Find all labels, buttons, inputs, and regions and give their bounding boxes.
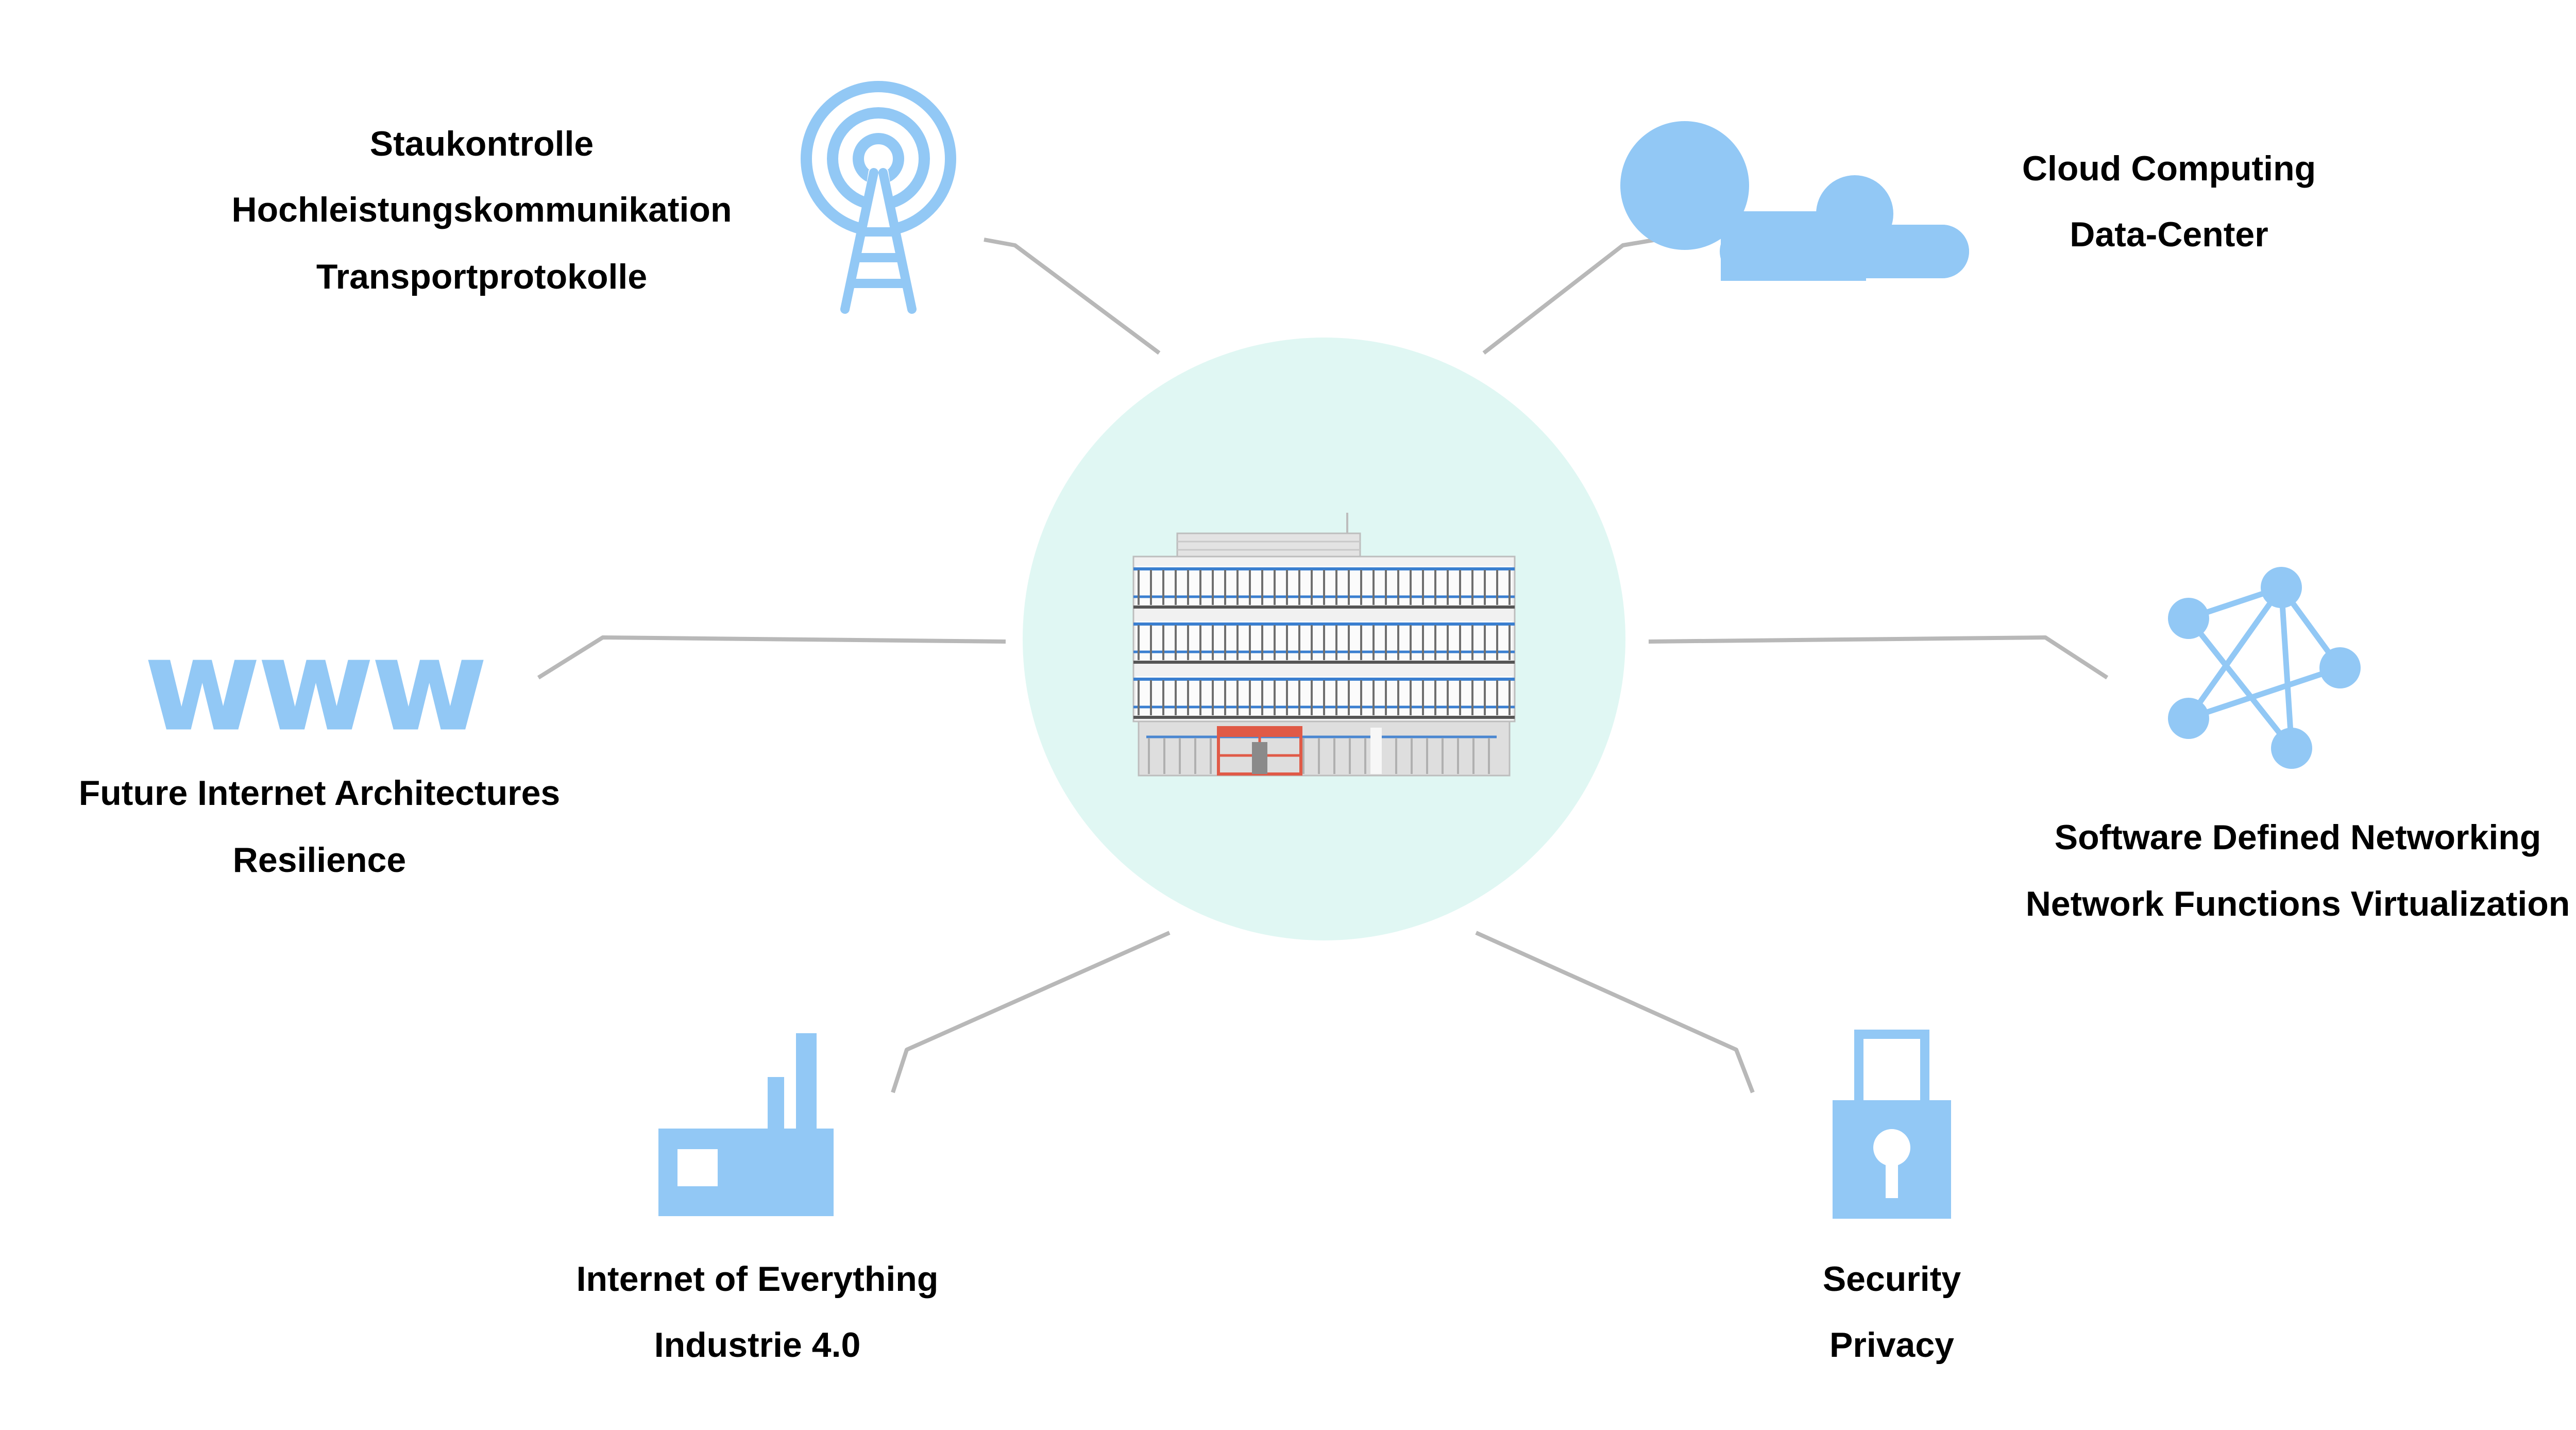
padlock-icon	[1833, 1030, 1951, 1219]
building-icon	[1132, 513, 1516, 777]
factory-icon	[658, 1033, 834, 1216]
label-antenna: Staukontrolle Hochleistungskommunikation…	[232, 124, 732, 296]
label-cloud: Cloud Computing Data-Center	[2022, 149, 2316, 254]
label-privacy: Privacy	[1829, 1325, 1954, 1365]
label-network-functions-virtualization: Network Functions Virtualization	[2026, 884, 2570, 923]
label-cloud-computing: Cloud Computing	[2022, 149, 2316, 188]
connector-www	[537, 635, 1006, 680]
connector-network	[1648, 635, 2109, 680]
label-industrie-4-0: Industrie 4.0	[654, 1325, 861, 1365]
label-future-internet-architectures: Future Internet Architectures	[79, 773, 561, 813]
label-software-defined-networking: Software Defined Networking	[2055, 818, 2541, 857]
connector-cloud	[1482, 238, 1657, 355]
label-lock: Security Privacy	[1823, 1259, 1961, 1365]
connector-factory	[891, 931, 1171, 1093]
label-www: Future Internet Architectures Resilience	[79, 773, 561, 880]
antenna-tower-icon	[801, 81, 956, 314]
connector-lock	[1475, 931, 1755, 1093]
www-icon: www	[144, 612, 488, 760]
connector-antenna	[984, 238, 1161, 355]
svg-text:www: www	[144, 612, 484, 759]
central-hub	[1023, 338, 1625, 940]
label-staukontrolle: Staukontrolle	[370, 124, 594, 163]
label-internet-of-everything: Internet of Everything	[577, 1259, 939, 1299]
label-network: Software Defined Networking Network Func…	[2026, 818, 2570, 923]
label-factory: Internet of Everything Industrie 4.0	[577, 1259, 939, 1365]
label-transportprotokolle: Transportprotokolle	[316, 257, 647, 296]
label-hochleistungskommunikation: Hochleistungskommunikation	[232, 190, 732, 229]
network-graph-icon	[2168, 567, 2361, 769]
cloud-icon	[1620, 121, 1969, 281]
label-security: Security	[1823, 1259, 1961, 1299]
label-data-center: Data-Center	[2070, 215, 2268, 254]
label-resilience: Resilience	[233, 840, 406, 880]
